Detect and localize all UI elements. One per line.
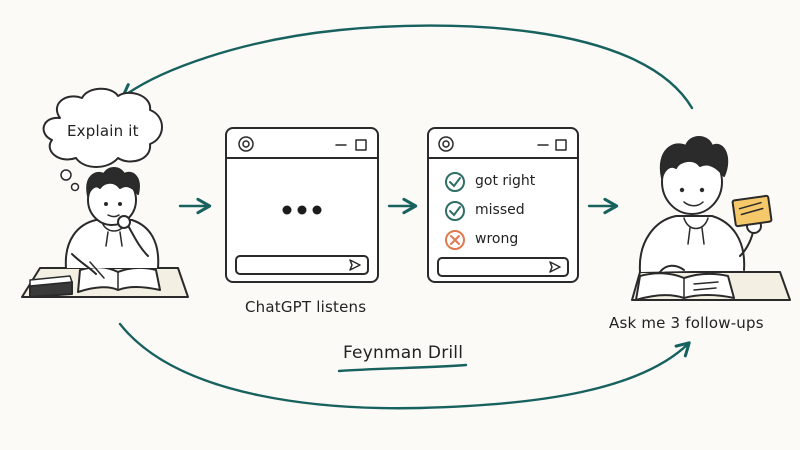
top-loop-arrow — [121, 24, 694, 110]
title-underline — [337, 363, 468, 373]
thought-bubble — [42, 87, 163, 192]
feedback-window — [427, 127, 579, 283]
note-card — [731, 194, 773, 228]
listen-window — [225, 127, 379, 283]
check-icon — [445, 172, 465, 192]
check-icon — [445, 201, 465, 221]
student-left — [21, 167, 189, 298]
feedback-item-label: wrong — [475, 231, 519, 247]
student-right — [631, 136, 791, 301]
bottom-loop-arrow — [118, 322, 691, 410]
cross-icon — [445, 230, 465, 250]
listen-caption: ChatGPT listens — [245, 298, 367, 316]
followups-caption: Ask me 3 follow-ups — [609, 314, 764, 332]
feedback-item-label: missed — [475, 202, 525, 218]
diagram-title: Feynman Drill — [343, 343, 464, 363]
feedback-item-label: got right — [475, 173, 536, 189]
bubble-text: Explain it — [67, 122, 139, 140]
